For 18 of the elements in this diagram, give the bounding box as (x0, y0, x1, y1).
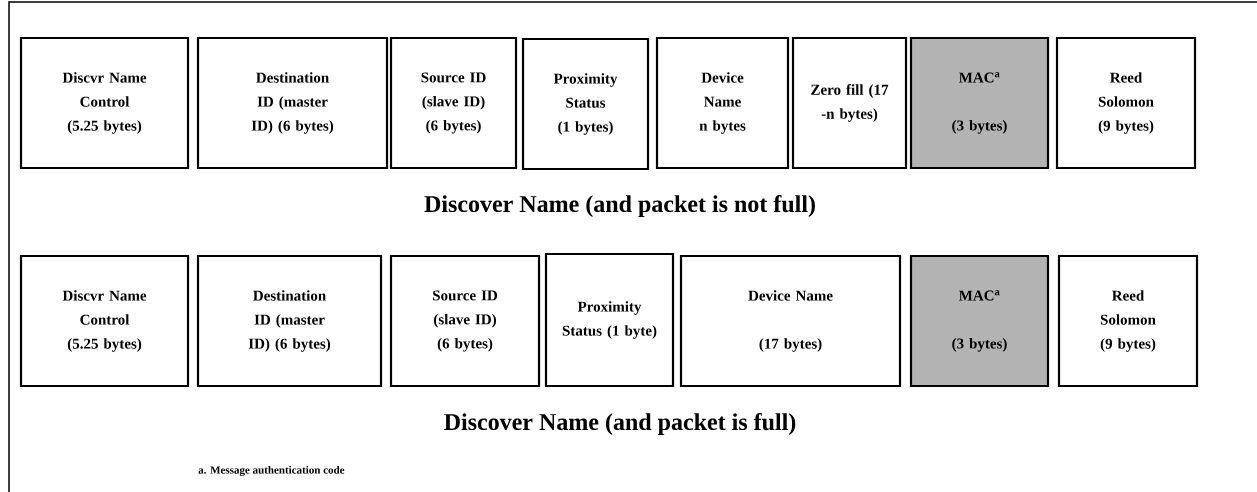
field-box: Proximity Status (1 byte) (544, 252, 675, 388)
field-box: Proximity Status (1 bytes) (521, 37, 650, 171)
field-box: MAC$^{a}$ (3 bytes) (909, 36, 1050, 170)
footnote: a. Message authentication code (198, 465, 345, 476)
field-box: Device Name (17 bytes) (679, 254, 902, 388)
field-box: Device Name n bytes (655, 36, 790, 170)
field-box: Reed Solomon (9 bytes) (1057, 254, 1199, 388)
field-box: Destination ID (master ID) (6 bytes) (196, 36, 389, 170)
field-box: Zero fill (17 -n bytes) (791, 36, 908, 170)
field-box: MAC$^{a}$ (3 bytes) (909, 254, 1050, 388)
field-box: Source ID (slave ID) (6 bytes) (389, 254, 541, 388)
row-caption: Discover Name (and packet is not full) (424, 195, 815, 217)
field-box: Destination ID (master ID) (6 bytes) (196, 254, 383, 388)
row-caption: Discover Name (and packet is full) (444, 413, 796, 435)
field-box: Reed Solomon (9 bytes) (1055, 36, 1197, 170)
field-box: Discvr Name Control (5.25 bytes) (19, 36, 190, 170)
field-box: Discvr Name Control (5.25 bytes) (19, 254, 190, 388)
field-box: Source ID (slave ID) (6 bytes) (389, 36, 518, 170)
